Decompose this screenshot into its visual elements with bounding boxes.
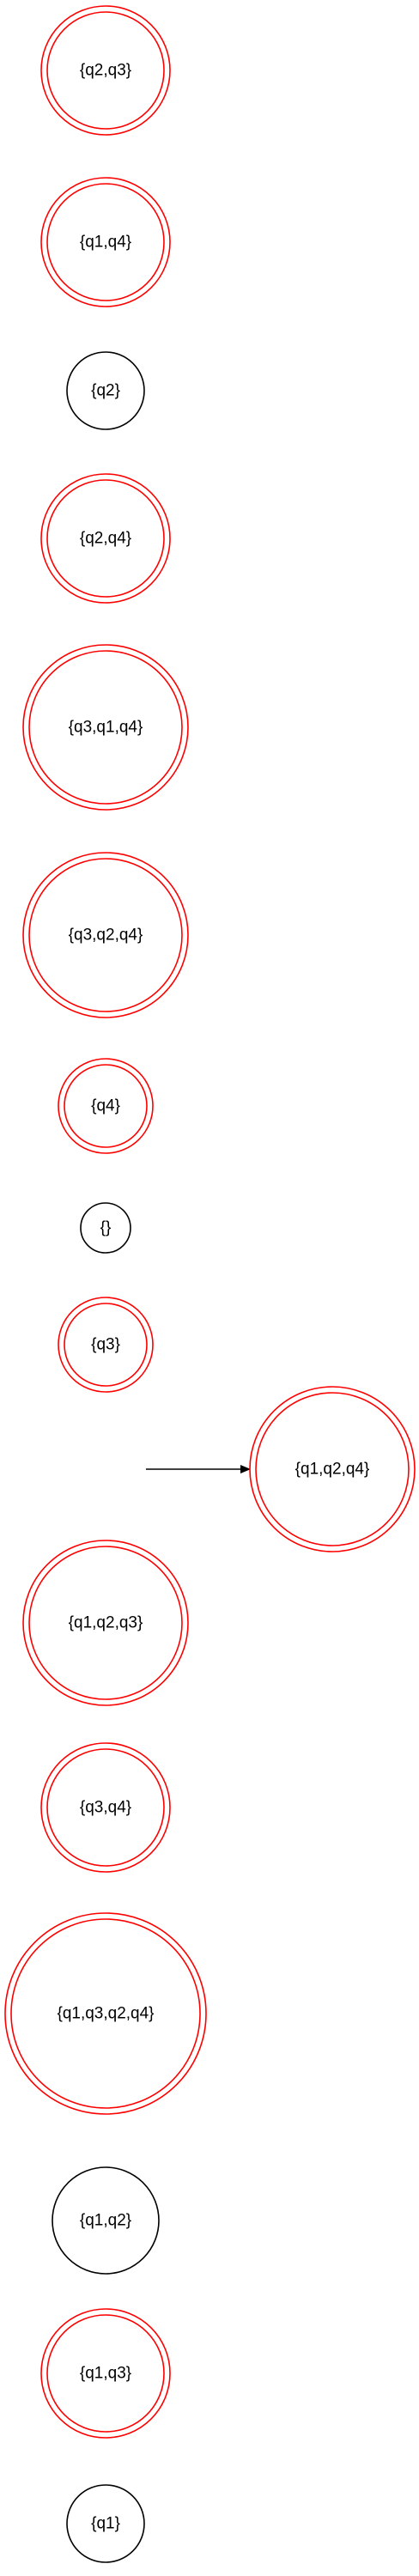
state-outer-ring: [22, 1540, 189, 1706]
state-label: {q3,q1,q4}: [69, 719, 143, 737]
state-inner-ring: [46, 1748, 165, 1867]
state-node: {q4}: [58, 1058, 154, 1154]
state-outer-ring: [58, 1297, 154, 1393]
state-inner-ring: [28, 858, 183, 1012]
state-inner-ring: [46, 479, 165, 598]
state-outer-ring: [249, 1386, 416, 1552]
state-node: {q1,q2,q3}: [22, 1540, 189, 1706]
state-label: {q1,q3,q2,q4}: [57, 2005, 154, 2023]
state-inner-ring: [10, 1918, 201, 2109]
state-inner-ring: [255, 1392, 410, 1546]
state-outer-ring: [40, 5, 171, 136]
state-label: {q1,q3}: [80, 2365, 131, 2383]
state-outer-ring: [40, 1742, 171, 1873]
state-node: {q3,q1,q4}: [22, 644, 189, 811]
state-node: {q1,q4}: [40, 177, 171, 307]
state-inner-ring: [64, 1064, 148, 1148]
state-node: {q2,q3}: [40, 5, 171, 136]
state-label: {}: [100, 1219, 112, 1237]
state-node: {q2}: [66, 351, 145, 430]
state-inner-ring: [46, 183, 165, 301]
state-node: {q1,q2}: [52, 2166, 160, 2275]
state-node: {q3}: [58, 1297, 154, 1393]
state-label: {q3,q4}: [80, 1799, 131, 1817]
state-node: {q1}: [66, 2484, 145, 2563]
state-outer-ring: [22, 644, 189, 811]
state-label: {q1,q2,q4}: [295, 1461, 370, 1479]
state-ring: [66, 2484, 145, 2563]
state-ring: [52, 2166, 160, 2275]
state-label: {q4}: [91, 1097, 120, 1115]
state-inner-ring: [28, 650, 183, 805]
state-outer-ring: [4, 1912, 207, 2115]
state-label: {q1}: [91, 2515, 120, 2533]
state-label: {q1,q2,q3}: [69, 1614, 143, 1632]
state-node: {q2,q4}: [40, 473, 171, 604]
state-label: {q3}: [91, 1336, 120, 1354]
state-outer-ring: [40, 2308, 171, 2439]
state-ring: [66, 351, 145, 430]
state-node: {q1,q3}: [40, 2308, 171, 2439]
state-inner-ring: [46, 11, 165, 130]
start-state-node: {q1,q2,q4}: [249, 1386, 416, 1552]
state-outer-ring: [40, 473, 171, 604]
state-outer-ring: [58, 1058, 154, 1154]
state-outer-ring: [40, 177, 171, 307]
state-ring: [80, 1202, 131, 1254]
state-label: {q1,q4}: [80, 234, 131, 252]
state-outer-ring: [22, 852, 189, 1018]
state-label: {q3,q2,q4}: [69, 927, 143, 945]
state-label: {q2}: [91, 382, 120, 400]
state-inner-ring: [46, 2314, 165, 2433]
state-node: {q3,q2,q4}: [22, 852, 189, 1018]
state-label: {q1,q2}: [80, 2212, 131, 2230]
state-node: {q3,q4}: [40, 1742, 171, 1873]
state-label: {q2,q4}: [80, 530, 131, 548]
state-label: {q2,q3}: [80, 62, 131, 80]
state-inner-ring: [64, 1303, 148, 1387]
state-node: {q1,q3,q2,q4}: [4, 1912, 207, 2115]
state-node: {}: [80, 1202, 131, 1254]
state-inner-ring: [28, 1546, 183, 1700]
